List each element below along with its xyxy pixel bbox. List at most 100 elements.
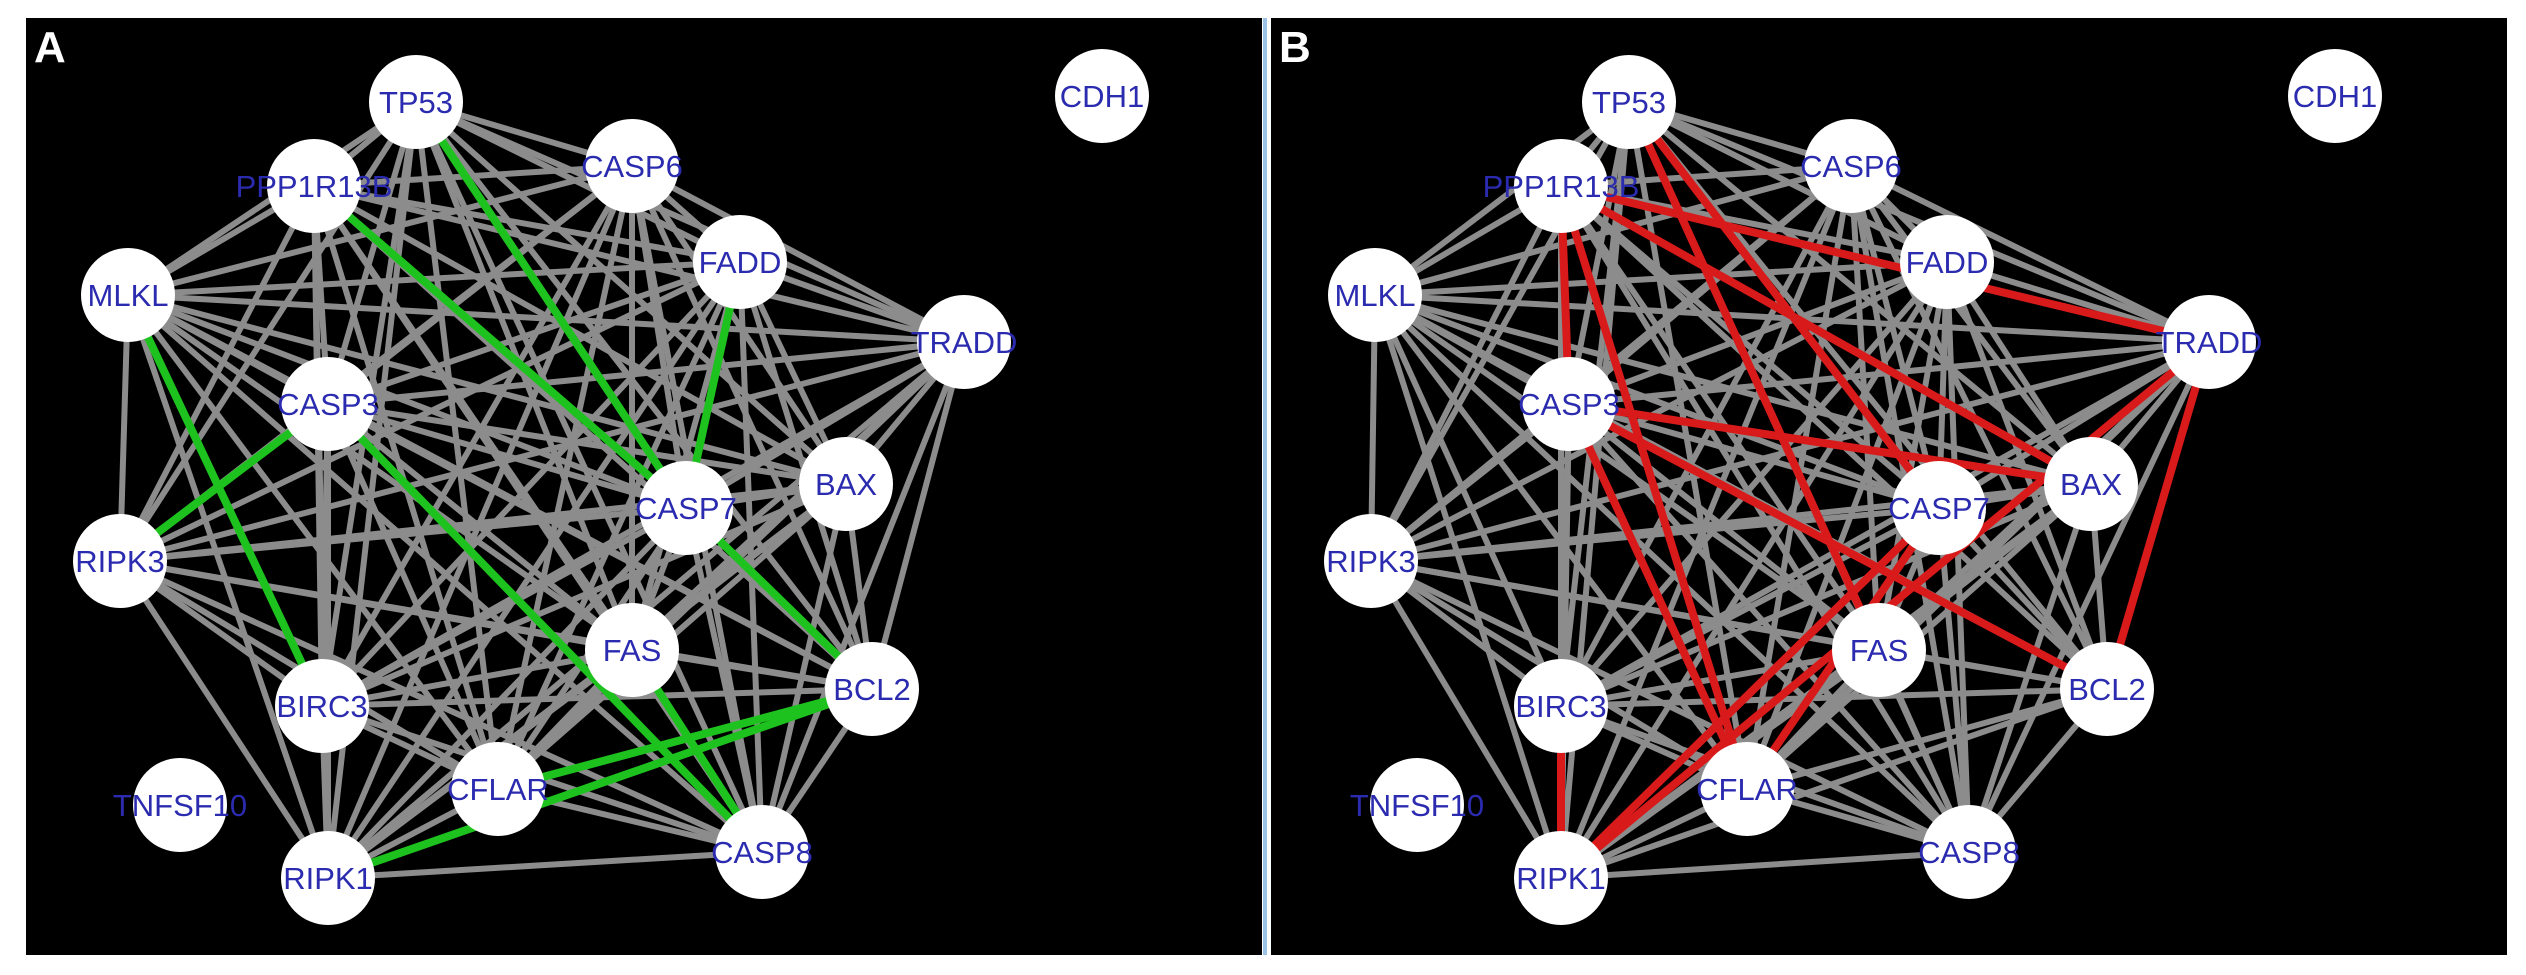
edge-casp8-ripk1 [325,849,765,881]
highlight-edge-casp3-casp8 [324,400,766,856]
highlight-edge-tp53-casp7 [1625,98,1943,512]
node-label: PPP1R13B [1483,169,1640,204]
node-tnfsf10: TNFSF10 [113,758,247,852]
node-circle [1514,659,1608,753]
edge-tradd-birc3 [1558,339,2212,709]
node-tp53: TP53 [369,55,463,149]
node-tnfsf10: TNFSF10 [1350,758,1484,852]
edge-casp6-tradd [1848,163,2212,345]
node-circle [281,831,375,925]
edge-casp3-bax [325,401,849,487]
edge-mlkl-ripk1 [1372,292,1564,881]
edge-mlkl-fas [125,292,635,653]
edge-ppp1r13b-tradd [311,183,967,345]
node-label: CASP6 [581,149,683,184]
highlight-edge-layer [116,98,876,882]
edge-mlkl-fadd [125,259,743,298]
edge-fadd-casp3 [1566,259,1950,407]
edge-tp53-tradd [413,99,967,345]
highlight-edge-casp3-bcl2 [1565,400,2111,693]
node-casp3: CASP3 [277,357,379,451]
edge-casp6-birc3 [1558,163,1854,709]
edge-fadd-birc3 [1558,259,1950,709]
node-cdh1: CDH1 [1055,49,1149,143]
highlight-edge-tp53-fas [1625,98,1883,654]
panel-label-b: B [1279,23,1311,72]
edge-ppp1r13b-bax [311,183,849,487]
edge-casp3-cflar [325,401,501,792]
node-label: BIRC3 [276,689,367,724]
node-circle [1328,248,1422,342]
edge-mlkl-casp8 [1372,292,1972,855]
node-circle [275,659,369,753]
edge-casp3-casp7 [325,401,689,511]
node-label: FAS [603,633,662,668]
node-ripk3: RIPK3 [1324,514,1418,608]
node-circle [825,642,919,736]
edge-tradd-ripk3 [117,339,967,564]
node-label: CASP3 [277,387,379,422]
node-circle [1055,49,1149,143]
node-circle [133,758,227,852]
node-label: TP53 [379,85,453,120]
node-fadd: FADD [693,215,787,309]
edge-casp8-ripk1 [1558,849,1972,881]
edge-bcl2-birc3 [1558,686,2110,709]
node-circle [451,742,545,836]
edge-fadd-casp3 [325,259,743,407]
node-fadd: FADD [1900,215,1994,309]
edge-ripk3-ripk1 [1368,558,1564,881]
node-label: PPP1R13B [236,169,393,204]
highlight-edge-tp53-casp7 [412,98,690,512]
node-casp8: CASP8 [711,805,813,899]
node-circle [585,603,679,697]
node-label: TP53 [1592,85,1666,120]
node-birc3: BIRC3 [275,659,369,753]
node-label: BAX [815,467,877,502]
edge-mlkl-fadd [1372,259,1950,298]
highlight-edge-ppp1r13b-tradd [1557,182,2213,346]
panel-divider [1263,18,1267,955]
node-mlkl: MLKL [1328,248,1422,342]
node-label: CASP8 [1918,835,2020,870]
edge-casp6-mlkl [125,163,635,298]
node-circle [585,119,679,213]
node-casp6: CASP6 [1800,119,1902,213]
node-mlkl: MLKL [81,248,175,342]
edge-casp6-ppp1r13b [1558,163,1854,189]
node-label: CDH1 [1060,79,1144,114]
node-circle [1700,742,1794,836]
node-tradd: TRADD [911,295,1017,389]
node-ripk3: RIPK3 [73,514,167,608]
edge-casp6-ripk1 [1558,163,1854,881]
node-cdh1: CDH1 [2288,49,2382,143]
node-label: FAS [1850,633,1909,668]
edge-casp6-casp7 [1848,163,1942,511]
node-tradd: TRADD [2156,295,2262,389]
node-fas: FAS [585,603,679,697]
highlight-edge-ppp1r13b-bax [1557,182,2095,488]
edge-ripk3-ripk1 [117,558,331,881]
edge-casp3-bcl2 [325,401,875,692]
edge-fadd-casp8 [1944,259,1972,855]
node-ripk1: RIPK1 [281,831,375,925]
node-circle [1370,758,1464,852]
node-label: MLKL [88,278,169,313]
node-label: CASP8 [711,835,813,870]
edge-mlkl-ripk1 [125,292,331,881]
node-circle [73,514,167,608]
node-circle [1922,805,2016,899]
edge-bcl2-cflar [1744,686,2110,792]
edge-tradd-cflar [495,339,967,792]
node-label: RIPK1 [283,861,373,896]
highlight-edge-bcl2-cflar [494,685,876,793]
node-circle [2162,295,2256,389]
node-circle [1832,603,1926,697]
node-circle [917,295,1011,389]
edge-mlkl-tradd [125,292,967,345]
edge-casp6-birc3 [319,163,635,709]
edge-casp7-ripk3 [117,505,689,564]
node-label: CASP6 [1800,149,1902,184]
node-bax: BAX [2044,437,2138,531]
node-casp8: CASP8 [1918,805,2020,899]
